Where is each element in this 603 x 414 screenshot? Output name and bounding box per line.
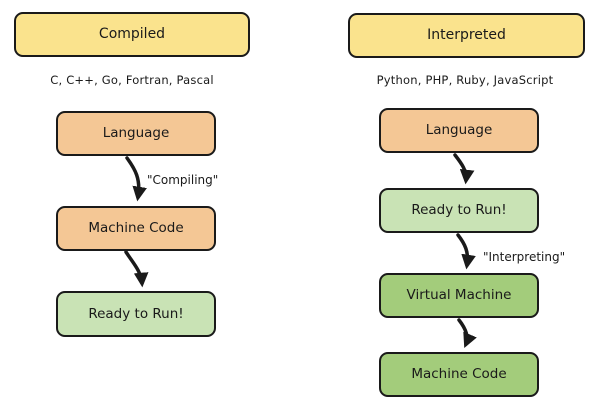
compiled-languages-list: C, C++, Go, Fortran, Pascal (50, 73, 214, 87)
node-interpreted-virtual-machine-label: Virtual Machine (406, 287, 512, 304)
node-interpreted-machine-code-label: Machine Code (411, 366, 507, 383)
header-compiled: Compiled (14, 12, 250, 57)
node-compiled-language: Language (56, 111, 216, 156)
node-compiled-ready-to-run: Ready to Run! (56, 291, 216, 337)
node-compiled-ready-to-run-label: Ready to Run! (88, 305, 184, 322)
node-compiled-machine-code-label: Machine Code (88, 220, 184, 237)
edge-label-compiling: "Compiling" (147, 173, 219, 187)
interpreted-languages-list: Python, PHP, Ruby, JavaScript (376, 73, 554, 87)
header-interpreted: Interpreted (348, 13, 585, 58)
node-interpreted-machine-code: Machine Code (379, 352, 539, 397)
arrow-compiled-language-to-machine-code (125, 156, 147, 202)
node-compiled-language-label: Language (102, 125, 170, 142)
node-interpreted-language-label: Language (425, 122, 493, 139)
node-interpreted-language: Language (379, 108, 539, 153)
arrow-interpreted-language-to-ready (453, 153, 475, 185)
node-interpreted-virtual-machine: Virtual Machine (379, 273, 539, 318)
arrow-interpreted-vm-to-machine-code (457, 318, 477, 349)
arrow-compiled-machine-code-to-ready (124, 250, 149, 288)
arrow-interpreted-ready-to-vm (456, 233, 476, 270)
edge-label-interpreting: "Interpreting" (483, 250, 566, 264)
node-interpreted-ready-to-run: Ready to Run! (379, 188, 539, 233)
header-compiled-label: Compiled (98, 25, 166, 42)
node-compiled-machine-code: Machine Code (56, 206, 216, 251)
node-interpreted-ready-to-run-label: Ready to Run! (411, 202, 507, 219)
header-interpreted-label: Interpreted (427, 26, 506, 43)
